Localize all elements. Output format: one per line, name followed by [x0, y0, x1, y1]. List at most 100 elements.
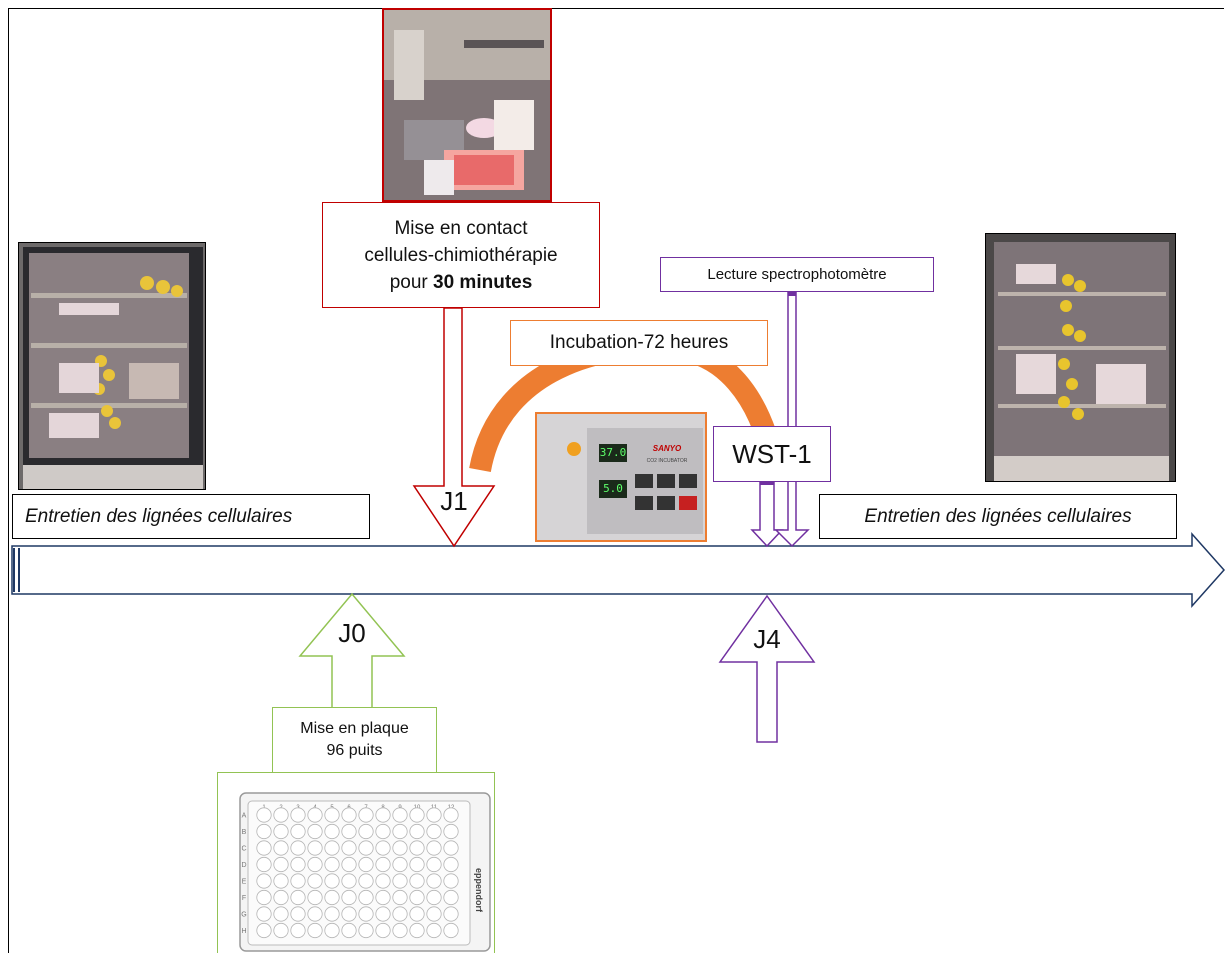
- plate-well: [443, 873, 459, 889]
- plate-well: [358, 856, 374, 873]
- plate-well: [426, 889, 442, 906]
- plate-well: [375, 922, 391, 939]
- control-buttons: [635, 474, 701, 518]
- j1-label-line2: cellules-chimiothérapie: [364, 244, 558, 266]
- plate-well: [341, 906, 357, 922]
- plate-row-label: D: [241, 862, 246, 869]
- plate-well: [273, 807, 289, 823]
- plate-well: [358, 889, 374, 906]
- plate-well: [426, 922, 442, 939]
- maintenance-right-label: Entretien des lignées cellulaires: [819, 494, 1177, 539]
- plate-well: [290, 889, 306, 906]
- j0-step-box: Mise en plaque 96 puits: [272, 707, 437, 773]
- plate-well: [426, 823, 442, 840]
- plate-well: [273, 823, 289, 840]
- timeline-arrow: [11, 532, 1226, 608]
- j1-label-line1: Mise en contact: [394, 217, 528, 239]
- j0-label-line1: Mise en plaque: [300, 720, 409, 737]
- j1-day-label: J1: [440, 486, 468, 516]
- plate-row-label: E: [242, 879, 247, 886]
- plate-well: [358, 840, 374, 856]
- plate-well: [358, 922, 374, 939]
- plate-well: [375, 906, 391, 922]
- j1-label-line3-prefix: pour: [389, 271, 434, 293]
- plate-well: [443, 889, 459, 906]
- diagram-frame: [8, 8, 1224, 953]
- plate-well: [307, 840, 323, 856]
- plate-well: [307, 807, 323, 823]
- reading-arrow-cap: [788, 292, 796, 296]
- plate-well: [409, 922, 425, 939]
- wst1-box: WST-1: [713, 426, 831, 482]
- plate-well: [256, 873, 272, 889]
- plate-well: [324, 922, 340, 939]
- plate-well: [358, 873, 374, 889]
- plate-well: [307, 922, 323, 939]
- plate-well: [341, 807, 357, 823]
- maintenance-left-text: Entretien des lignées cellulaires: [25, 505, 293, 527]
- plate-well: [443, 906, 459, 922]
- plate-well: [307, 906, 323, 922]
- plate-well: [409, 889, 425, 906]
- plate-well: [409, 840, 425, 856]
- orange-indicator-light: [567, 442, 581, 456]
- plate-well: [409, 807, 425, 823]
- plate-row-label: A: [242, 813, 247, 820]
- plate-well: [290, 840, 306, 856]
- plate-well: [256, 823, 272, 840]
- j4-day-label: J4: [753, 624, 781, 654]
- j1-step-box: Mise en contact cellules-chimiothérapie …: [322, 202, 600, 308]
- plate-well: [392, 889, 408, 906]
- plate-well: [256, 807, 272, 823]
- plate-well: [324, 906, 340, 922]
- plate-well: [358, 906, 374, 922]
- j0-up-arrow: [298, 592, 406, 713]
- wst1-arrow-cap: [760, 480, 774, 485]
- plate-well: [392, 922, 408, 939]
- co2-readout: 5.0: [599, 480, 627, 498]
- plate-well: [358, 807, 374, 823]
- wst1-down-arrow: [750, 481, 784, 548]
- plate-well: [409, 906, 425, 922]
- wst1-label: WST-1: [732, 438, 812, 469]
- plate-well: [341, 823, 357, 840]
- plate-well: [290, 807, 306, 823]
- incubator-display-photo: 37.0 5.0 SANYO CO2 INCUBATOR: [535, 412, 707, 542]
- brand-label: SANYO: [652, 444, 682, 453]
- reading-down-arrow: [774, 291, 810, 548]
- j0-day-label: J0: [338, 618, 366, 648]
- plate-well: [392, 856, 408, 873]
- incubator-photo-left: [18, 242, 206, 490]
- j4-up-arrow: [718, 594, 816, 743]
- j1-label-line3: pour 30 minutes: [390, 269, 533, 296]
- plate-well: [290, 873, 306, 889]
- plate-well: [392, 873, 408, 889]
- plate-row-label: G: [241, 912, 246, 919]
- plate-well: [324, 889, 340, 906]
- plate-well: [324, 873, 340, 889]
- plate-well: [273, 873, 289, 889]
- plate-well: [426, 873, 442, 889]
- plate-well: [256, 906, 272, 922]
- maintenance-right-text: Entretien des lignées cellulaires: [864, 505, 1132, 527]
- temperature-readout: 37.0: [599, 444, 627, 462]
- plate-well: [290, 823, 306, 840]
- plate-well: [375, 823, 391, 840]
- plate-well: [307, 823, 323, 840]
- plate-well: [443, 823, 459, 840]
- plate-well: [358, 823, 374, 840]
- plate-well: [375, 873, 391, 889]
- plate-well: [443, 856, 459, 873]
- plate-well: [426, 840, 442, 856]
- plate-well: [324, 823, 340, 840]
- plate-well: [409, 856, 425, 873]
- reading-label: Lecture spectrophotomètre: [707, 266, 887, 283]
- incubation-label-box: Incubation-72 heures: [510, 320, 768, 366]
- plate-well: [273, 889, 289, 906]
- plate-well: [290, 856, 306, 873]
- plate-well: [375, 889, 391, 906]
- plate-well: [307, 856, 323, 873]
